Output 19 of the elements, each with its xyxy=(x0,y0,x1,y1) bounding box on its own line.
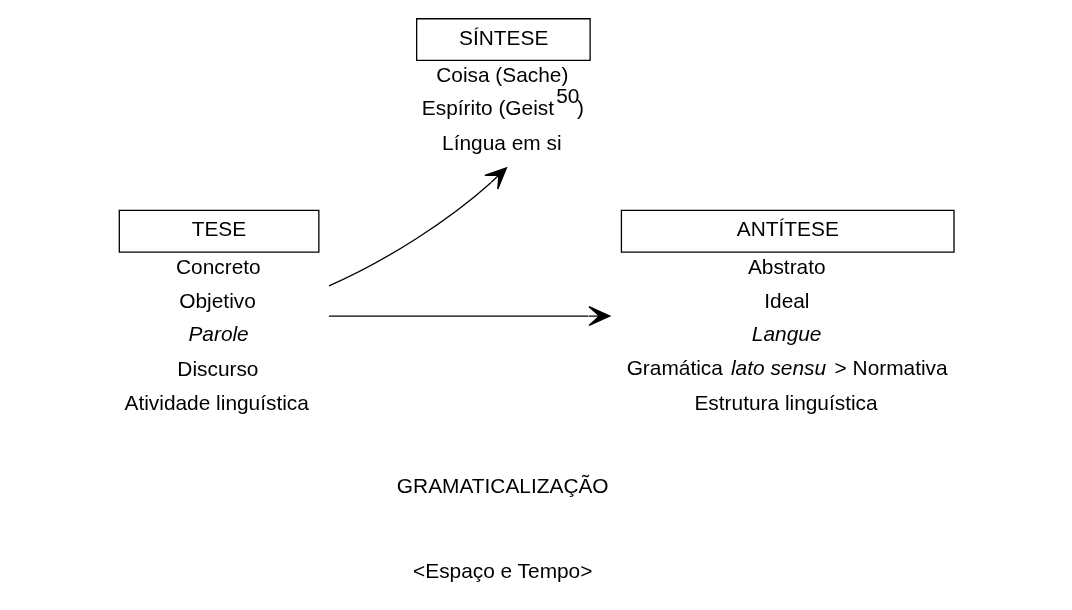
node-box: SÍNTESE xyxy=(416,18,591,62)
label: <Espaço e Tempo> xyxy=(413,558,593,582)
node-label: Parole xyxy=(188,321,249,345)
node-label: Abstrato xyxy=(747,255,826,279)
label: GRAMATICALIZAÇÃO xyxy=(396,474,609,498)
node-label: Atividade linguística xyxy=(124,390,309,414)
node-label: Concreto xyxy=(176,255,261,279)
arrow xyxy=(328,167,508,287)
node-label: Coisa (Sache) xyxy=(436,63,569,87)
node-label: Ideal xyxy=(764,289,810,312)
node-label: Langue xyxy=(751,321,822,345)
node-box: TESE xyxy=(118,209,320,253)
node-box: ANTÍTESE xyxy=(620,209,955,253)
node-label: Discurso xyxy=(177,356,259,380)
node-label: Gramática lato sensu > Normativa xyxy=(626,355,948,379)
arrow xyxy=(328,306,611,327)
node-label: Língua em si xyxy=(442,131,562,155)
node-label: Estrutura linguística xyxy=(694,390,878,414)
node-label: Objetivo xyxy=(179,289,256,312)
